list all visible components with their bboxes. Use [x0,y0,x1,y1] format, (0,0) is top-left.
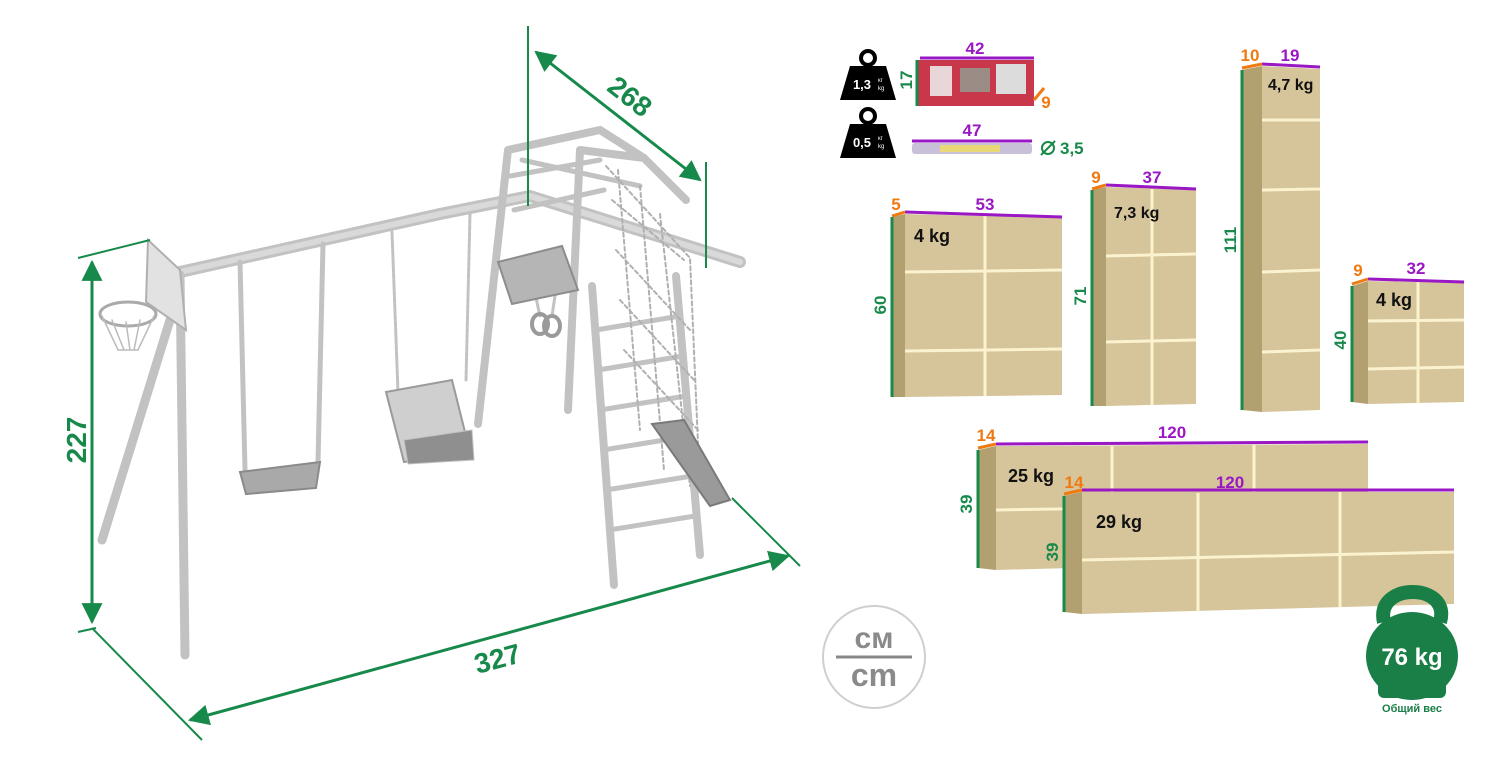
rope-net [605,165,701,491]
box-3-depth: 10 [1241,46,1260,65]
svg-text:кг: кг [878,136,884,142]
box-4 [1350,277,1465,404]
basketball-hoop [98,300,158,328]
svg-text:кг: кг [878,78,884,84]
tube [912,143,1032,154]
svg-text:kg: kg [878,86,884,92]
box-4-depth: 9 [1353,261,1362,280]
kettlebell-icon [1366,585,1458,700]
depth-dimension-line [534,50,702,182]
svg-text:kg: kg [878,144,884,150]
box-2-weight: 7,3 kg [1114,205,1159,222]
box-6-length: 120 [1216,473,1244,492]
box-4-weight: 4 kg [1376,290,1412,310]
box-5-length: 120 [1158,423,1186,442]
units-badge [822,605,926,709]
small-item-2-length: 47 [963,121,982,140]
total-label: Общий вес [1382,703,1442,715]
box-2-depth: 9 [1091,168,1100,187]
box-1-height: 60 [871,296,890,315]
small-item-1-height: 17 [897,71,916,90]
box-4-height: 40 [1331,331,1350,350]
box-5-weight: 25 kg [1008,466,1054,486]
units-top: см [855,622,894,655]
box-2 [1090,183,1197,406]
box-1-weight: 4 kg [914,226,950,246]
dimension-lines [77,26,801,741]
basketball-backboard [144,237,188,333]
box-6-weight: 29 kg [1096,512,1142,532]
diameter-icon [1040,140,1056,156]
box-1-length: 53 [976,195,995,214]
width-dimension-line [187,550,791,726]
height-label: 227 [61,417,92,464]
small-item-1-thickness: 9 [1041,93,1050,112]
box-6 [1062,488,1455,614]
left-leg-back [97,315,175,545]
box-5-depth: 14 [977,426,996,445]
total-weight: 76 kg [1381,644,1442,671]
left-leg-front [175,270,190,660]
width-label: 327 [471,638,524,680]
box-3-length: 19 [1281,46,1300,65]
box-1-depth: 5 [891,195,900,214]
box-5-height: 39 [957,495,976,514]
tower-seat [496,244,580,306]
box-4-length: 32 [1407,259,1426,278]
box-6-height: 39 [1043,543,1062,562]
small-item-2-diameter: 3,5 [1060,139,1084,158]
depth-label: 268 [602,70,658,123]
weight-icon [840,107,896,158]
ladder [588,272,704,589]
box-6-depth: 14 [1065,473,1084,492]
box-2-length: 37 [1143,168,1162,187]
weight-icon [840,49,896,100]
small-item-1-weight: 1,3 [853,77,871,92]
box-2-height: 71 [1071,287,1090,306]
net-plank [650,418,732,508]
playground-drawing [97,125,746,660]
box-3 [1240,62,1321,412]
box-3-height: 111 [1221,227,1240,254]
small-item-2-weight: 0,5 [853,135,871,150]
units-bottom: cm [851,657,897,693]
fastener-bag [918,60,1034,106]
box-3-weight: 4,7 kg [1268,77,1313,94]
box-1 [890,210,1063,397]
swing-seat-1 [238,460,322,496]
small-item-1-length: 42 [966,39,985,58]
